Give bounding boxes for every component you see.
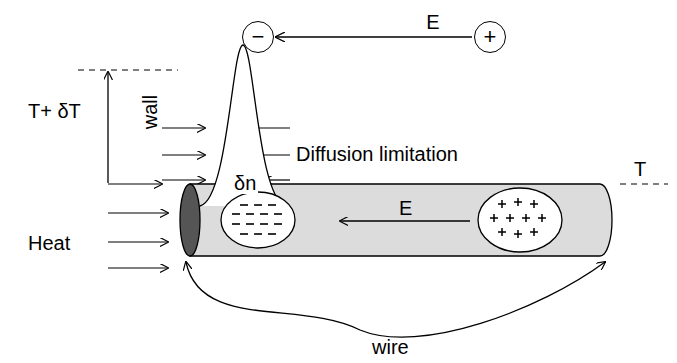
- negative-charge-cloud: [221, 192, 295, 248]
- charge-circle: −: [242, 21, 274, 53]
- minus-charges: [232, 205, 282, 234]
- wire-brace: [186, 262, 605, 337]
- annotation-label: T+ δT: [28, 100, 81, 122]
- positive-charge-cloud: [478, 188, 562, 252]
- charge-circle: +: [474, 21, 506, 53]
- annotation-label: wall: [139, 95, 161, 129]
- annotation-label: T: [634, 158, 646, 180]
- annotation-label: E: [397, 197, 414, 219]
- field-arrow: [276, 36, 472, 37]
- heat-arrows: [108, 184, 168, 268]
- annotation-label: Heat: [28, 232, 70, 254]
- plus-charges: [490, 198, 546, 238]
- field-arrow: [340, 220, 470, 221]
- annotation-label: δn: [232, 172, 258, 194]
- density-peak: [200, 45, 286, 206]
- annotation-label: Diffusion limitation: [296, 143, 458, 165]
- wire-end: [180, 184, 200, 256]
- level-line: [620, 183, 668, 184]
- level-line: [78, 69, 178, 70]
- charge-sign: +: [484, 26, 497, 48]
- charge-sign: −: [252, 26, 265, 48]
- temperature-arrow: [107, 72, 108, 183]
- annotation-label: wire: [372, 336, 409, 358]
- edge-label: E: [426, 11, 439, 33]
- wire-body: [190, 184, 612, 256]
